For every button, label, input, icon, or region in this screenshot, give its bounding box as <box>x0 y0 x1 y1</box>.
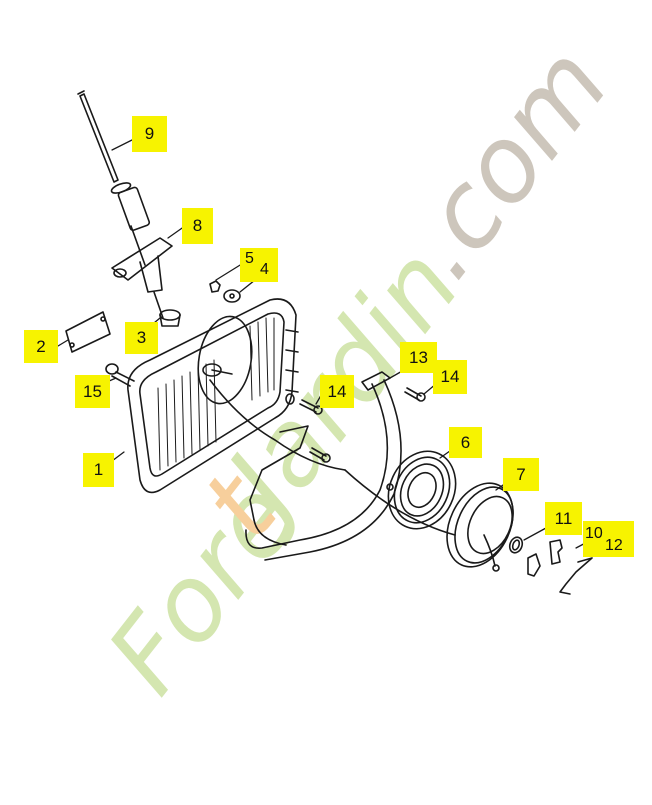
callout-1[interactable]: 1 <box>83 453 114 487</box>
part-10-pawl <box>527 539 563 577</box>
part-6-rewind-spring <box>386 450 457 530</box>
part-12-spring-clip <box>559 557 593 595</box>
callout-13[interactable]: 13 <box>400 342 437 373</box>
part-2-cover-plate <box>65 311 111 353</box>
callout-9[interactable]: 9 <box>132 116 167 152</box>
callout-5-4[interactable]: 5 4 <box>240 248 278 282</box>
part-1-starter-housing <box>127 298 346 494</box>
washer-small <box>285 393 295 405</box>
callout-14-left[interactable]: 14 <box>320 375 354 408</box>
callout-11[interactable]: 11 <box>545 502 582 535</box>
callout-12[interactable]: 12 <box>605 537 623 554</box>
part-9-starter-rope <box>77 90 151 266</box>
part-11-washer <box>508 536 524 554</box>
part-3-grommet <box>159 309 181 327</box>
part-15-bolt <box>105 363 135 387</box>
callout-14-right[interactable]: 14 <box>433 360 467 394</box>
part-14-screw-left <box>299 399 323 415</box>
callout-5[interactable]: 5 <box>245 250 254 267</box>
callout-2[interactable]: 2 <box>24 330 58 363</box>
part-7-rope-rotor <box>344 469 514 572</box>
callout-10-12[interactable]: 10 12 <box>583 521 634 557</box>
callout-8[interactable]: 8 <box>182 208 213 244</box>
callout-6[interactable]: 6 <box>449 427 482 458</box>
part-8-grip-handle <box>111 237 173 319</box>
part-4-washer <box>223 289 241 303</box>
callout-15[interactable]: 15 <box>75 375 110 408</box>
callout-3[interactable]: 3 <box>125 322 158 354</box>
part-5-nut <box>209 280 221 293</box>
part-14-screw-lower <box>309 447 331 463</box>
callout-4[interactable]: 4 <box>260 261 269 278</box>
part-14-screw-right <box>404 387 426 402</box>
callout-10[interactable]: 10 <box>585 525 603 542</box>
guide-shroud <box>249 425 309 546</box>
callout-7[interactable]: 7 <box>503 458 539 491</box>
